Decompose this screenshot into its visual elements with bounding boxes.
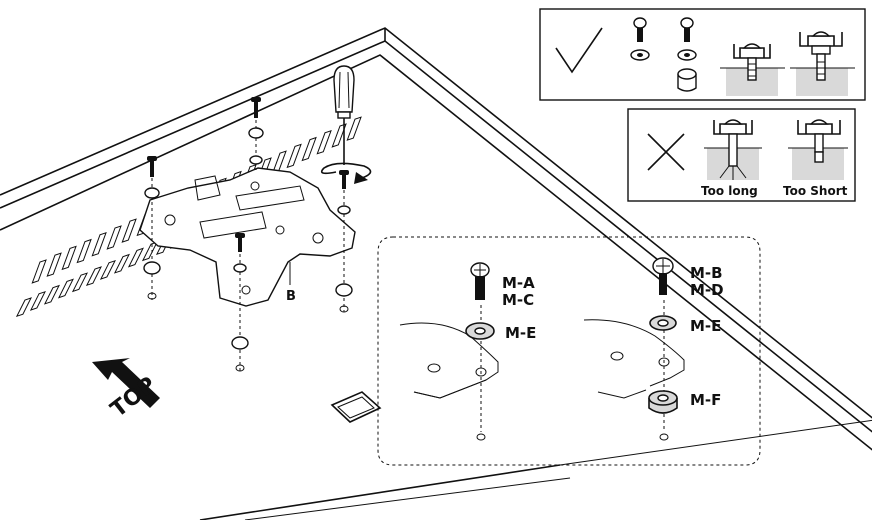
too-long-label: Too long [701,184,758,198]
vent-slot [15,297,32,318]
port-cutout [330,391,382,423]
correct-usage-box [539,8,866,101]
cross-section-too-long: Too long [701,119,762,198]
bracket-label: B [286,289,296,304]
vent-slot [85,266,102,287]
washer-m-e [465,322,495,340]
detail-callout: M-A M-C M-E [377,236,761,466]
label-m-a: M-A [502,274,535,292]
vent-slot [31,259,47,284]
label-m-b: M-B [690,264,723,282]
checkmark-icon [555,27,603,74]
vent-slot [127,247,144,268]
cross-section-correct-2 [790,31,855,96]
washer [335,283,353,297]
detail-right: M-B M-D M-E M-F [583,257,724,441]
washer [249,155,263,165]
vesa-bracket: B [139,167,356,307]
vent-slot [106,225,122,250]
label-m-c: M-C [502,291,534,309]
vent-slot [71,272,88,293]
vent-slot [141,241,158,262]
detail-left: M-A M-C M-E [399,262,536,441]
washer [233,263,247,273]
vent-slot [76,238,92,264]
washer [231,336,249,350]
cross-section-too-short: Too Short [783,119,848,198]
vent-slot [301,136,317,162]
too-short-label: Too Short [783,184,848,198]
label-m-d: M-D [690,281,724,299]
washer [337,205,351,215]
screw [339,170,349,189]
washer [248,127,264,139]
vent-slot [99,259,116,280]
vent-slot [113,253,130,274]
direction-arrow-icon [92,358,160,408]
monitor-back-panel [0,27,872,520]
label-m-e-right: M-E [690,317,721,335]
screw-with-washer [630,17,650,61]
washer [144,187,160,199]
screw [251,97,261,118]
washer [143,261,161,275]
screw [147,156,157,177]
vent-slot [91,231,107,257]
screwdriver-icon [333,65,355,165]
vent-slot [316,129,332,155]
rotate-arrow-icon [320,162,372,184]
screw [235,233,245,252]
label-m-f: M-F [690,391,721,409]
vent-slot [43,284,60,305]
cross-section-correct-1 [720,43,785,96]
screw-with-washer-and-spacer [677,17,697,92]
cross-icon [647,133,685,171]
spacer-m-f [648,390,678,414]
label-m-e-left: M-E [505,324,536,342]
washer-m-e [649,315,677,331]
vent-slot [57,278,74,299]
vent-slot [46,252,62,277]
vent-slot [61,245,77,271]
screw-m-a [470,262,490,300]
incorrect-usage-box: Too long Too Short [627,108,856,202]
vent-slot [29,290,46,311]
vent-slot [286,143,302,169]
screw-m-b [652,257,674,295]
vent-slot [121,218,137,243]
bracket-fasteners [143,65,372,372]
vent-slot [346,116,362,141]
